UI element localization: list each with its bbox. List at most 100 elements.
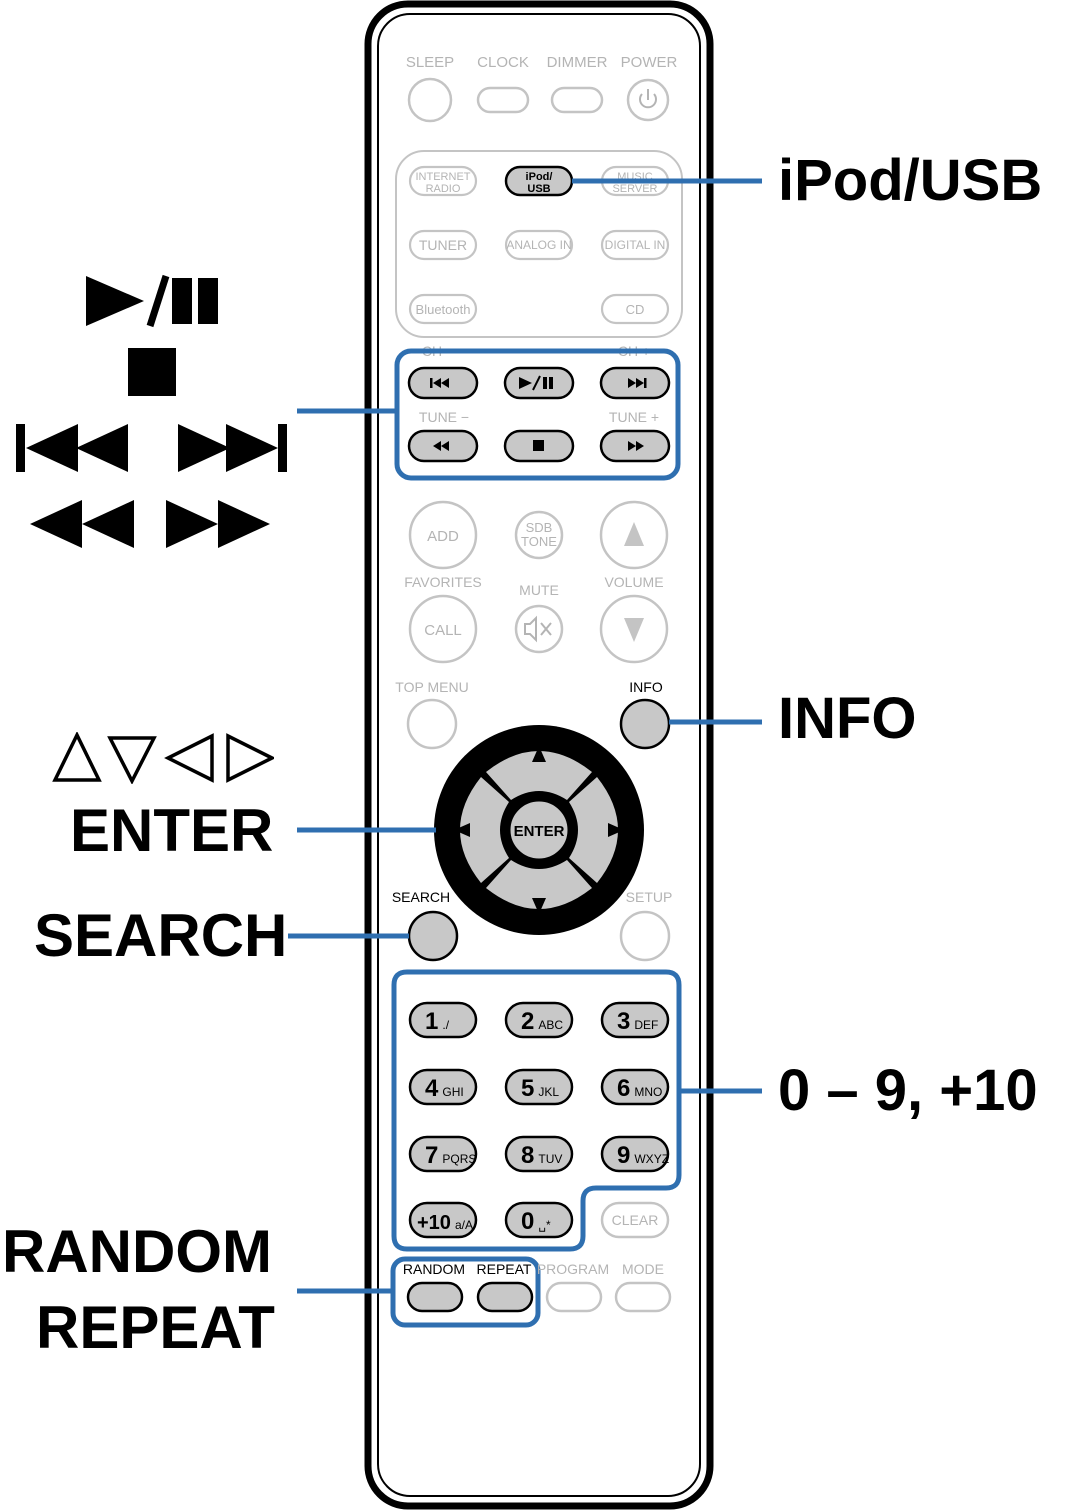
tuner-button[interactable] — [408, 229, 478, 261]
keypad-button-0[interactable] — [504, 1201, 574, 1239]
cd-label: CD — [626, 302, 645, 317]
numbers-callout: 0 – 9, +10 — [778, 1058, 1038, 1123]
skip-forward-icon — [628, 378, 647, 388]
remote-body-outer — [364, 0, 714, 1510]
mode-button[interactable] — [614, 1281, 672, 1313]
dpad-right[interactable] — [569, 777, 618, 883]
volume-down-icon — [624, 618, 644, 642]
enter-button[interactable] — [507, 798, 571, 862]
volume-up-icon — [624, 522, 644, 546]
search-callout: SEARCH — [34, 902, 288, 969]
digital-in-button[interactable] — [600, 229, 670, 261]
sdb-label: SDB — [526, 520, 553, 535]
cd-button[interactable] — [600, 293, 670, 325]
setup-button[interactable] — [619, 910, 671, 962]
repeat-label: REPEAT — [477, 1261, 532, 1277]
volume-down-button[interactable] — [599, 594, 669, 664]
program-button[interactable] — [545, 1281, 603, 1313]
play-pause-button[interactable] — [503, 366, 575, 400]
info-label: INFO — [629, 679, 663, 695]
power-icon — [639, 89, 657, 109]
dpad-up[interactable] — [486, 751, 592, 800]
enter-label: ENTER — [514, 823, 565, 840]
tune-plus-label: TUNE + — [609, 409, 659, 425]
repeat-callout: REPEAT — [36, 1294, 275, 1361]
random-button[interactable] — [406, 1281, 464, 1313]
skip-callout — [16, 424, 288, 472]
source-panel — [395, 150, 683, 338]
clear-button[interactable] — [600, 1201, 670, 1239]
stop-callout — [128, 348, 176, 396]
search-keys-glyph — [30, 500, 270, 548]
transport-highlight-box — [394, 348, 681, 481]
top-menu-button[interactable] — [406, 698, 458, 750]
bluetooth-button[interactable] — [408, 293, 478, 325]
keypad-button-9[interactable] — [600, 1135, 670, 1173]
clock-button[interactable] — [476, 86, 530, 114]
music-server-label-2: SERVER — [612, 183, 657, 195]
analog-in-button[interactable] — [504, 229, 574, 261]
search-button[interactable] — [407, 910, 459, 962]
keypad-button-2[interactable] — [504, 1001, 574, 1039]
info-callout: INFO — [778, 686, 917, 751]
keypad-button-4[interactable] — [408, 1068, 478, 1106]
ipod-usb-label: iPod/ — [526, 171, 553, 183]
favorites-label: FAVORITES — [404, 574, 482, 590]
setup-label: SETUP — [626, 889, 673, 905]
play-pause-icon — [519, 375, 553, 391]
keypad-button-6[interactable] — [600, 1068, 670, 1106]
dimmer-label: DIMMER — [547, 54, 608, 71]
play-pause-callout — [84, 274, 224, 328]
info-button[interactable] — [619, 698, 671, 750]
call-button[interactable] — [408, 594, 478, 664]
skip-glyph — [16, 424, 287, 472]
repeat-button[interactable] — [476, 1281, 534, 1313]
keypad-button-3[interactable] — [600, 1001, 670, 1039]
clock-label: CLOCK — [477, 54, 529, 71]
tuner-label: TUNER — [419, 237, 467, 253]
internet-radio-button[interactable] — [408, 165, 478, 197]
enter-callout: ENTER — [70, 797, 274, 864]
random-callout: RANDOM — [2, 1218, 272, 1285]
mute-icon — [524, 615, 552, 643]
digital-in-label: DIGITAL IN — [605, 238, 666, 252]
bluetooth-label: Bluetooth — [416, 302, 471, 317]
keypad-button-8[interactable] — [504, 1135, 574, 1173]
power-button[interactable] — [626, 78, 670, 122]
keypad-button-7[interactable] — [408, 1135, 478, 1173]
dpad-left[interactable] — [460, 777, 509, 883]
keypad-label-0: 0␣* — [521, 1208, 551, 1235]
ipod-usb-callout: iPod/USB — [778, 148, 1043, 213]
sdb-tone-button[interactable] — [514, 510, 564, 560]
keypad-highlight-box — [391, 969, 682, 1252]
mute-button[interactable] — [514, 604, 564, 654]
program-label: PROGRAM — [537, 1261, 609, 1277]
remote-body-inner — [377, 13, 701, 1497]
keypad-button-1[interactable] — [408, 1001, 478, 1039]
add-button[interactable] — [408, 500, 478, 570]
keypad-label-1: 1./ — [425, 1008, 450, 1035]
keypad-button-5[interactable] — [504, 1068, 574, 1106]
left-arrow-icon — [454, 823, 470, 837]
volume-up-button[interactable] — [599, 500, 669, 570]
sleep-button[interactable] — [407, 77, 453, 123]
call-label: CALL — [424, 622, 462, 639]
cursor-callout — [52, 731, 276, 785]
skip-back-icon — [430, 378, 449, 388]
random-label: RANDOM — [403, 1261, 465, 1277]
dpad-down[interactable] — [486, 860, 592, 909]
right-arrow-icon — [608, 823, 624, 837]
mute-label: MUTE — [519, 582, 559, 598]
keypad-button-plus10[interactable] — [408, 1201, 478, 1239]
top-menu-label: TOP MENU — [395, 679, 468, 695]
search-label: SEARCH — [392, 889, 450, 905]
dimmer-button[interactable] — [550, 86, 604, 114]
